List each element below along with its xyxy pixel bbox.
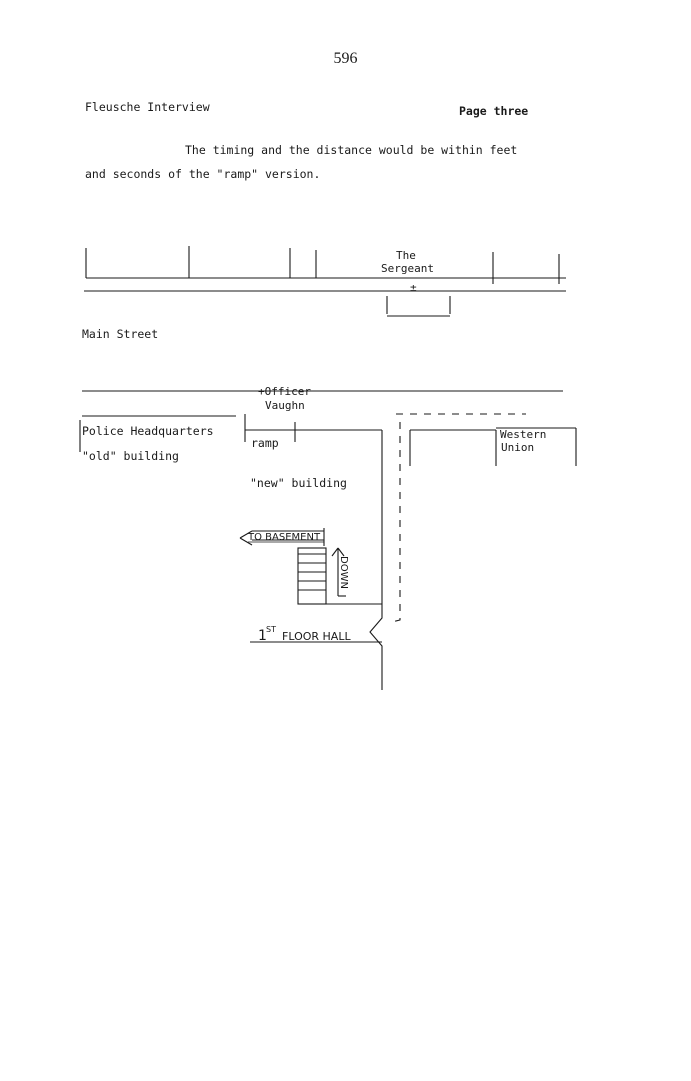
sergeant-position-mark: ± [410, 281, 417, 294]
main-street-label: Main Street [82, 327, 158, 341]
dashed-route [391, 413, 526, 623]
north-building-line [84, 246, 566, 292]
first-floor-number: 1 [258, 628, 267, 644]
header-title: Fleusche Interview [85, 100, 210, 114]
down-label: DOWN [338, 556, 349, 589]
ramp-label: ramp [251, 436, 279, 450]
police-hq-label: Police Headquarters [82, 424, 214, 438]
police-hq-outline [79, 415, 236, 452]
hallway-wall [250, 430, 383, 690]
western-union-label-line1: Western [500, 428, 546, 441]
new-building-label: "new" building [250, 476, 347, 490]
western-union-label-line2: Union [501, 441, 534, 454]
old-building-label: "old" building [82, 449, 179, 463]
sergeant-label-line1: The [396, 249, 416, 262]
western-union-outline [409, 427, 577, 466]
first-floor-superscript: ST [266, 625, 276, 634]
first-floor-hall-label: FLOOR HALL [282, 630, 351, 643]
ramp-outline [244, 414, 382, 442]
sergeant-label-line2: Sergeant [381, 262, 434, 275]
sergeant-doorway [386, 296, 451, 317]
body-paragraph: The timing and the distance would be wit… [85, 138, 575, 186]
officer-label-line2: Vaughn [265, 399, 305, 412]
down-arrow [331, 547, 346, 597]
to-basement-label: TO BASEMENT [247, 532, 321, 543]
body-line-2: and seconds of the "ramp" version. [85, 167, 321, 181]
body-line-1: The timing and the distance would be wit… [185, 143, 518, 157]
staircase [239, 528, 327, 605]
page-number: 596 [333, 50, 358, 67]
header-page-label: Page three [459, 104, 529, 118]
